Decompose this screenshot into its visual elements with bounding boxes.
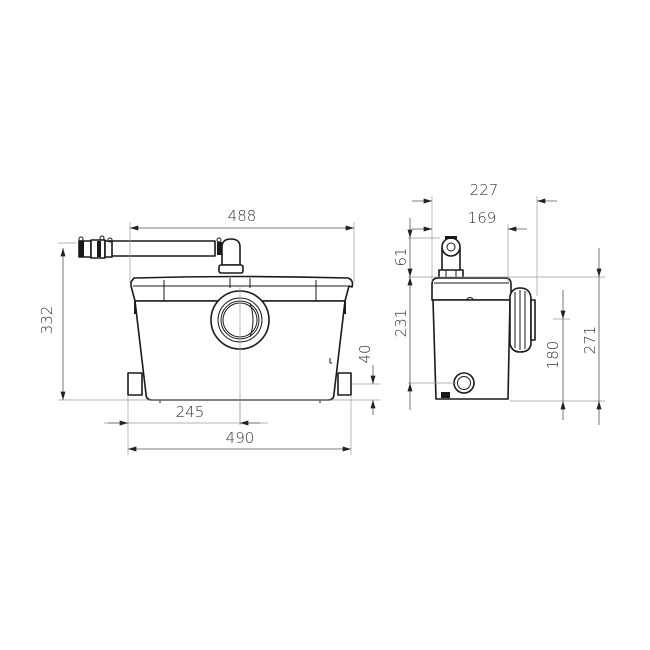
side-body (432, 299, 511, 400)
top-outlet (438, 236, 464, 279)
dim-foot-height: 40 (356, 344, 374, 363)
dim-overall-height: 332 (38, 306, 56, 335)
dim-overall-depth: 227 (470, 181, 499, 199)
side-view: 227 169 61 231 180 271 (392, 181, 605, 425)
dim-outlet-height: 61 (392, 247, 410, 266)
discharge-pipe (78, 235, 244, 274)
dim-half-width: 245 (176, 403, 205, 421)
dim-inlet-to-lid: 231 (392, 309, 410, 338)
rear-bellows (509, 287, 536, 353)
side-lid (431, 277, 512, 301)
dim-base-width: 490 (226, 429, 255, 447)
tank-lid (130, 275, 354, 302)
dim-rear-inlet-height: 180 (544, 341, 562, 370)
dim-body-depth: 169 (468, 209, 497, 227)
dim-total-height: 271 (581, 326, 599, 355)
front-view: 488 332 40 245 490 (38, 207, 380, 455)
dim-top-width: 488 (228, 207, 257, 225)
